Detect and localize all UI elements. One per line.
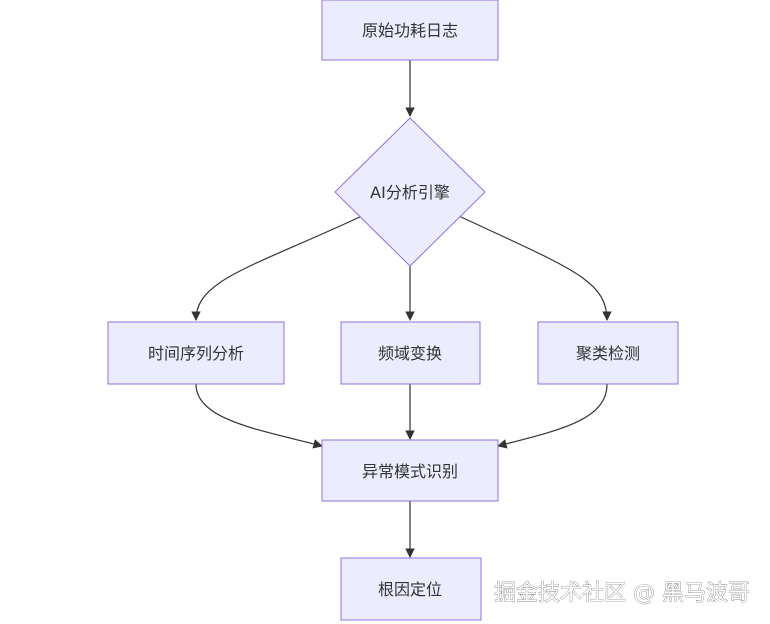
edges bbox=[191, 60, 612, 558]
node-anomaly-label: 异常模式识别 bbox=[362, 462, 458, 481]
node-clustering: 聚类检测 bbox=[537, 321, 679, 385]
node-raw-log-box bbox=[321, 0, 499, 61]
node-ai-engine: AI分析引擎 bbox=[334, 117, 486, 267]
node-raw-log-label: 原始功耗日志 bbox=[362, 21, 458, 40]
node-anomaly-box bbox=[321, 439, 499, 502]
edge-ai-engine-to-time-series bbox=[191, 215, 363, 321]
node-ai-engine-label: AI分析引擎 bbox=[370, 183, 450, 202]
node-freq-transform-box bbox=[340, 321, 481, 385]
node-time-series-label: 时间序列分析 bbox=[148, 344, 244, 363]
edge-ai-engine-to-clustering bbox=[458, 215, 612, 321]
node-freq-transform: 频域变换 bbox=[340, 321, 481, 385]
node-raw-log: 原始功耗日志 bbox=[321, 0, 499, 61]
node-root-cause: 根因定位 bbox=[340, 557, 482, 621]
node-root-cause-label: 根因定位 bbox=[378, 580, 442, 599]
node-freq-transform-label: 频域变换 bbox=[378, 344, 442, 363]
edge-time-series-to-anomaly bbox=[195, 383, 323, 449]
node-root-cause-box bbox=[340, 557, 482, 621]
node-anomaly: 异常模式识别 bbox=[321, 439, 499, 502]
node-time-series-box bbox=[107, 321, 285, 385]
edge-clustering-to-anomaly bbox=[497, 383, 608, 449]
node-clustering-label: 聚类检测 bbox=[576, 344, 640, 363]
watermark-text: 掘金技术社区 @ 黑马波哥 bbox=[494, 581, 750, 606]
node-time-series: 时间序列分析 bbox=[107, 321, 285, 385]
node-ai-engine-diamond bbox=[334, 117, 486, 267]
node-clustering-box bbox=[537, 321, 679, 385]
